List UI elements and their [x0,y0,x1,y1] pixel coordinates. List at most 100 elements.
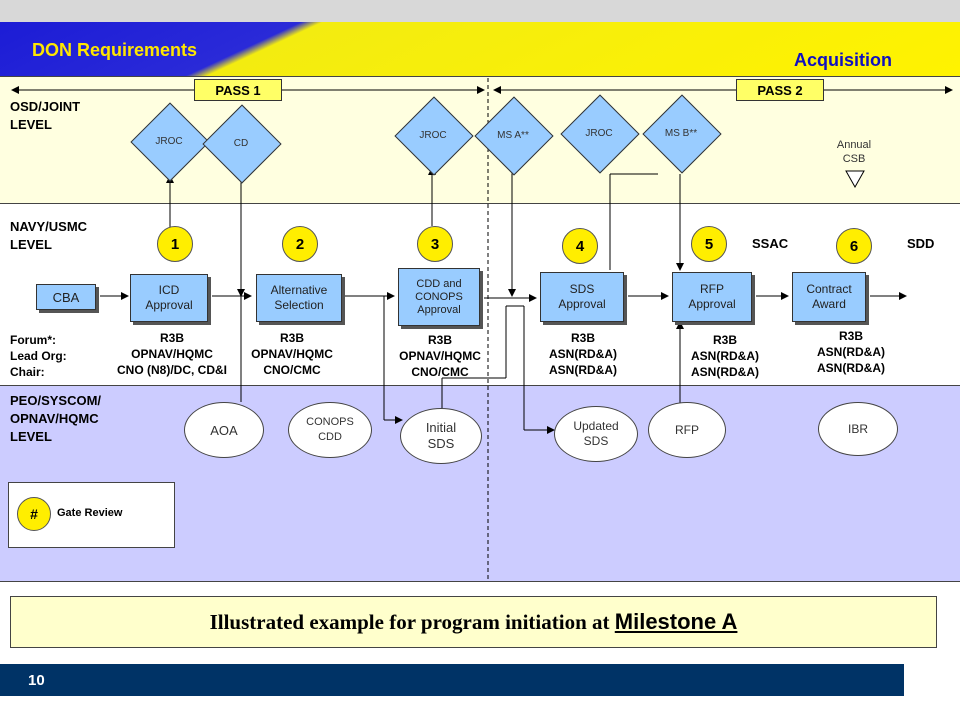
lane-label-line: LEVEL [10,237,52,252]
forum-line: ASN(RD&A) [817,345,885,359]
process-line: Award [812,297,846,311]
pass-1-label: PASS 1 [194,79,282,101]
forum-line: R3B [279,331,304,345]
forum-line: CNO/CMC [411,365,469,379]
legend-gate-symbol: # [17,497,51,531]
lane-label-line: PEO/SYSCOM/ [10,393,102,408]
process-line: SDS [569,282,595,296]
process-cdd-conops-approval: CDD and CONOPS Approval [398,268,480,326]
annual-csb-triangle-icon [845,170,865,188]
lane-label-line: OSD/JOINT [10,99,81,114]
diamond-label: MS A** [497,129,529,141]
document-conops-cdd: CONOPS CDD [288,402,372,458]
caption-text: Illustrated example for program initiati… [209,609,615,634]
document-line: IBR [847,421,868,436]
process-line: Approval [417,303,461,316]
process-line: ICD [158,283,180,297]
process-icd-approval: ICD Approval [130,274,208,322]
decision-jroc-2: JROC [394,96,474,176]
ssac-label: SSAC [752,236,789,251]
forum-line: OPNAV/HQMC [131,347,213,361]
decision-ms-a: MS A** [474,96,554,176]
document-line: SDS [583,434,609,448]
caption-box: Illustrated example for program initiati… [10,596,937,648]
forum-line: R3B [159,331,184,345]
document-updated-sds: Updated SDS [554,406,638,462]
forum-line: R3B [570,331,595,345]
process-alternative-selection: Alternative Selection [256,274,342,322]
gate-2: 2 [282,226,318,262]
diamond-label: MS B** [664,127,698,139]
gate-4: 4 [562,228,598,264]
footer-bar [0,664,904,696]
lane-label-line: LEVEL [10,429,52,444]
process-sds-approval: SDS Approval [540,272,624,322]
lane-label-line: OPNAV/HQMC [10,411,99,426]
process-line: Approval [688,297,736,311]
forum-line: ASN(RD&A) [691,349,759,363]
header-right-title: Acquisition [794,50,892,70]
lane-label-line: NAVY/USMC [10,219,88,234]
pass-2-label: PASS 2 [736,79,824,101]
process-line: Alternative [270,283,328,297]
forum-line: CNO (N8)/DC, CD&I [117,363,227,377]
document-line: RFP [675,422,699,437]
process-line: Approval [558,297,606,311]
forum-legend-line: Forum*: [10,333,56,347]
forum-block-4: R3B ASN(RD&A) ASN(RD&A) [538,330,628,378]
cba-box: CBA [36,284,96,310]
top-band [0,0,960,22]
process-line: Contract [806,282,852,296]
forum-legend-line: Lead Org: [10,349,67,363]
forum-line: CNO/CMC [263,363,321,377]
diamond-label: CD [233,137,249,149]
document-ibr: IBR [818,402,898,456]
caption-emphasis: Milestone A [614,609,738,634]
forum-legend: Forum*: Lead Org: Chair: [10,332,67,380]
diamond-label: JROC [585,127,613,139]
forum-line: ASN(RD&A) [549,363,617,377]
annual-csb-line: CSB [842,153,866,165]
gate-1: 1 [157,226,193,262]
document-line: SDS [427,436,455,451]
decision-jroc-3: JROC [560,94,640,174]
forum-line: R3B [712,333,737,347]
forum-block-3: R3B OPNAV/HQMC CNO/CMC [392,332,488,380]
gate-5: 5 [691,226,727,262]
lane-label-navy: NAVY/USMC LEVEL [10,218,87,254]
annual-csb-line: Annual [836,139,872,151]
legend-gate-label: Gate Review [57,507,123,519]
process-line: CDD and [416,277,462,290]
header-left-title: DON Requirements [32,40,198,60]
forum-block-1: R3B OPNAV/HQMC CNO (N8)/DC, CD&I [104,330,240,378]
lane-label-line: LEVEL [10,117,52,132]
forum-block-6: R3B ASN(RD&A) ASN(RD&A) [806,328,896,376]
gate-3: 3 [417,226,453,262]
diamond-label: JROC [419,129,447,141]
decision-jroc-1: JROC [130,102,210,182]
decision-cd: CD [202,104,282,184]
lane-label-osd: OSD/JOINT LEVEL [10,98,80,134]
sdd-label: SDD [907,236,935,251]
forum-line: R3B [427,333,452,347]
process-line: Selection [274,298,324,312]
process-line: CONOPS [415,290,463,303]
forum-line: ASN(RD&A) [691,365,759,379]
document-initial-sds: Initial SDS [400,408,482,464]
forum-block-2: R3B OPNAV/HQMC CNO/CMC [244,330,340,378]
forum-line: OPNAV/HQMC [251,347,333,361]
process-line: RFP [700,282,724,296]
process-contract-award: Contract Award [792,272,866,322]
annual-csb-label: Annual CSB [822,138,886,166]
decision-ms-b: MS B** [642,94,722,174]
header-banner [0,22,960,76]
forum-legend-line: Chair: [10,365,45,379]
document-line: CONOPS [306,416,354,428]
document-rfp: RFP [648,402,726,458]
document-line: Updated [573,419,619,433]
document-line: CDD [318,431,342,443]
legend-box: # Gate Review [8,482,175,548]
document-aoa: AOA [184,402,264,458]
page-number: 10 [28,672,45,689]
document-line: Initial [425,420,457,435]
